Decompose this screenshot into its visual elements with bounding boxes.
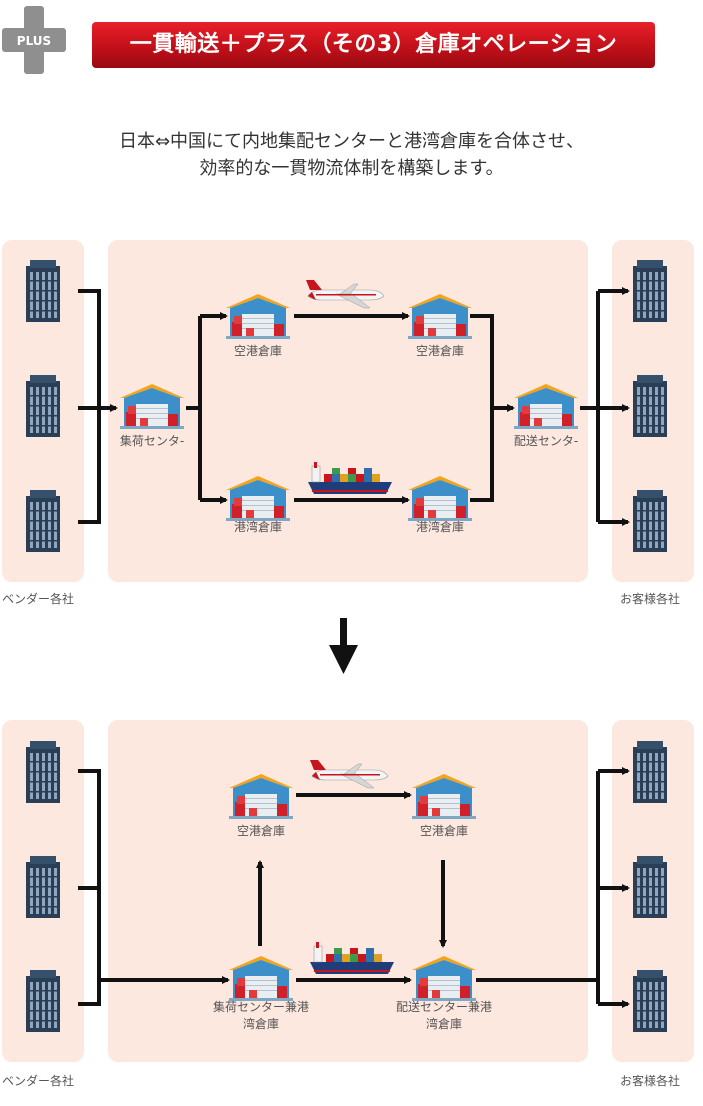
port-warehouse-icon: [408, 476, 472, 521]
vendor-building-icon: [26, 970, 60, 1032]
intro-line-1: 日本⇔中国にて内地集配センターと港湾倉庫を合体させ、: [118, 131, 585, 152]
airport-warehouse-label: 空港倉庫: [233, 344, 282, 358]
plus-badge: PLUS: [0, 0, 68, 76]
customer-building-icon: [633, 856, 667, 918]
airport-warehouse-icon: [408, 294, 472, 339]
combined-collection-port-label-line2: 湾倉庫: [242, 1017, 279, 1031]
airport-warehouse-label: 空港倉庫: [236, 824, 285, 838]
combined-delivery-port-label-line1: 配送センター兼港: [395, 1000, 492, 1014]
customer-building-icon: [633, 490, 667, 552]
intro-line-2: 効率的な一貫物流体制を構築します。: [199, 158, 504, 179]
combined-collection-port-warehouse-icon: [229, 956, 293, 1001]
airport-warehouse-icon: [226, 294, 290, 339]
vendor-building-icon: [26, 741, 60, 803]
delivery-center-label: 配送センタ-: [513, 434, 579, 448]
vendor-building-icon: [26, 490, 60, 552]
vendors-label: ベンダー各社: [2, 592, 75, 606]
port-warehouse-label: 港湾倉庫: [233, 520, 282, 534]
combined-delivery-port-warehouse-icon: [412, 956, 476, 1001]
airport-warehouse-icon: [229, 774, 293, 819]
customer-building-icon: [633, 741, 667, 803]
combined-delivery-port-label-line2: 湾倉庫: [425, 1017, 462, 1031]
customer-building-icon: [633, 375, 667, 437]
delivery-center-warehouse-icon: [514, 384, 578, 429]
vendors-label: ベンダー各社: [2, 1074, 75, 1088]
container-ship-icon: [307, 461, 393, 495]
port-warehouse-label: 港湾倉庫: [415, 520, 464, 534]
airplane-icon: [305, 279, 385, 309]
customers-label: お客様各社: [620, 592, 681, 606]
collection-center-warehouse-icon: [120, 384, 184, 429]
port-warehouse-icon: [226, 476, 290, 521]
vendor-building-icon: [26, 375, 60, 437]
vendor-building-icon: [26, 856, 60, 918]
airport-warehouse-label: 空港倉庫: [415, 344, 464, 358]
customers-label: お客様各社: [620, 1074, 681, 1088]
container-ship-icon: [309, 941, 395, 975]
airport-warehouse-icon: [412, 774, 476, 819]
page-title: 一貫輸送＋プラス（その3）倉庫オペレーション: [92, 22, 655, 68]
badge-text: PLUS: [17, 34, 51, 48]
down-arrow-icon: [329, 618, 358, 674]
customer-building-icon: [633, 970, 667, 1032]
airport-warehouse-label: 空港倉庫: [419, 824, 468, 838]
combined-collection-port-label-line1: 集荷センター兼港: [212, 1000, 309, 1014]
vendor-building-icon: [26, 260, 60, 322]
customer-building-icon: [633, 260, 667, 322]
collection-center-label: 集荷センタ-: [119, 434, 185, 448]
airplane-icon: [309, 759, 389, 789]
